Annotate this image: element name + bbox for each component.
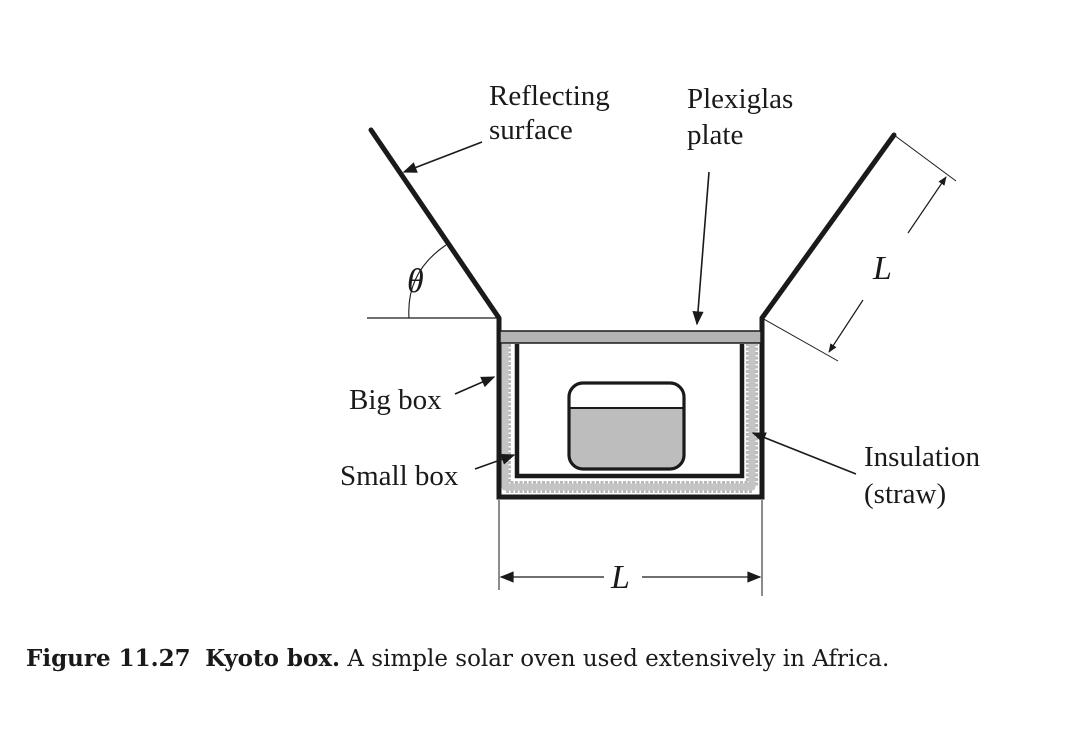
small-box (514, 344, 745, 479)
insulation-arrow (751, 432, 857, 475)
figure-title: Kyoto box. (205, 645, 341, 672)
big-box-arrow (454, 376, 496, 395)
small-box-arrow (474, 453, 516, 470)
plexiglas-arrow (692, 171, 710, 326)
reflecting-surface-label-line2: surface (489, 114, 573, 146)
right-dimension-extension-top (893, 134, 957, 182)
left-reflector (368, 127, 502, 321)
insulation-label-line2: (straw) (864, 478, 946, 510)
insulation-label-line1: Insulation (864, 441, 980, 473)
reflecting-surface-label-line1: Reflecting (489, 80, 610, 112)
right-dimension-extension-bottom (761, 317, 839, 362)
figure-description: A simple solar oven used extensively in … (347, 646, 890, 672)
reflecting-surface-arrow (402, 141, 483, 173)
figure-number: Figure 11.27 (26, 645, 191, 672)
plexiglas-label-line1: Plexiglas (687, 83, 793, 115)
bottom-length-label: L (610, 559, 630, 596)
plexiglas-label-line2: plate (687, 119, 743, 151)
theta-arc (408, 244, 447, 319)
theta-label: θ (407, 263, 424, 300)
small-box-label: Small box (340, 460, 459, 492)
right-length-label: L (872, 250, 892, 287)
big-box (496, 318, 765, 500)
figure-caption: Figure 11.27 Kyoto box. A simple solar o… (26, 645, 889, 672)
big-box-label: Big box (349, 384, 442, 416)
right-reflector (759, 132, 897, 321)
plexiglas-plate (499, 330, 762, 344)
right-dimension-line-upper (907, 176, 947, 234)
insulation-fill-core (501, 344, 756, 491)
right-dimension-line-lower (828, 299, 864, 353)
cooking-pot (567, 381, 686, 471)
